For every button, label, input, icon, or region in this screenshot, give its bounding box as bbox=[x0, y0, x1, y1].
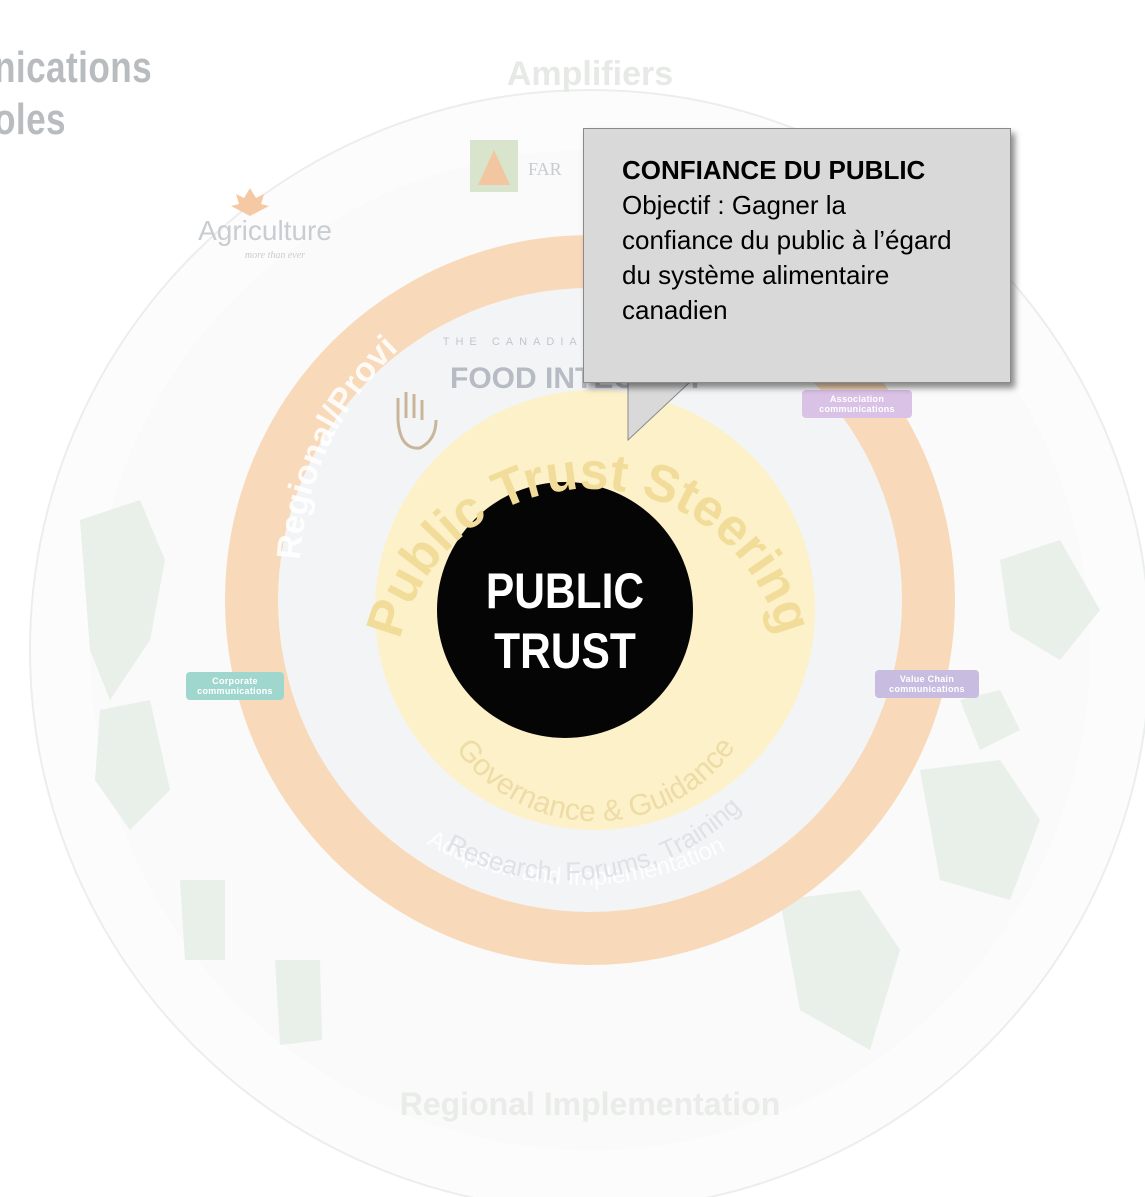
province-shapes bbox=[80, 500, 1100, 1050]
callout-body: Objectif : Gagner la confiance du public… bbox=[622, 190, 952, 325]
amplifiers-label: Amplifiers bbox=[507, 55, 673, 93]
association-communications-badge: Association communications bbox=[802, 390, 912, 418]
svg-text:FAR: FAR bbox=[528, 159, 562, 179]
svg-text:more than ever: more than ever bbox=[245, 250, 305, 261]
value-chain-communications-badge: Value Chain communications bbox=[875, 670, 979, 698]
corporate-communications-badge: Corporate communications bbox=[186, 672, 284, 700]
svg-text:Agriculture: Agriculture bbox=[198, 215, 332, 246]
farm-logo: FAR bbox=[470, 140, 562, 192]
background-title-line-2: oles bbox=[0, 95, 67, 144]
public-trust-disc bbox=[437, 482, 693, 738]
center-line-2: TRUST bbox=[494, 623, 636, 679]
regional-implementation-label: Regional Implementation bbox=[400, 1086, 780, 1122]
hand-icon bbox=[396, 392, 438, 450]
callout-box: CONFIANCE DU PUBLIC Objectif : Gagner la… bbox=[583, 128, 1011, 383]
agriculture-logo: Agriculture more than ever bbox=[198, 188, 332, 261]
center-line-1: PUBLIC bbox=[486, 563, 644, 619]
background-title-line-1: nications bbox=[0, 43, 153, 92]
maple-leaf-icon bbox=[231, 188, 269, 216]
callout-title: CONFIANCE DU PUBLIC bbox=[622, 155, 926, 185]
